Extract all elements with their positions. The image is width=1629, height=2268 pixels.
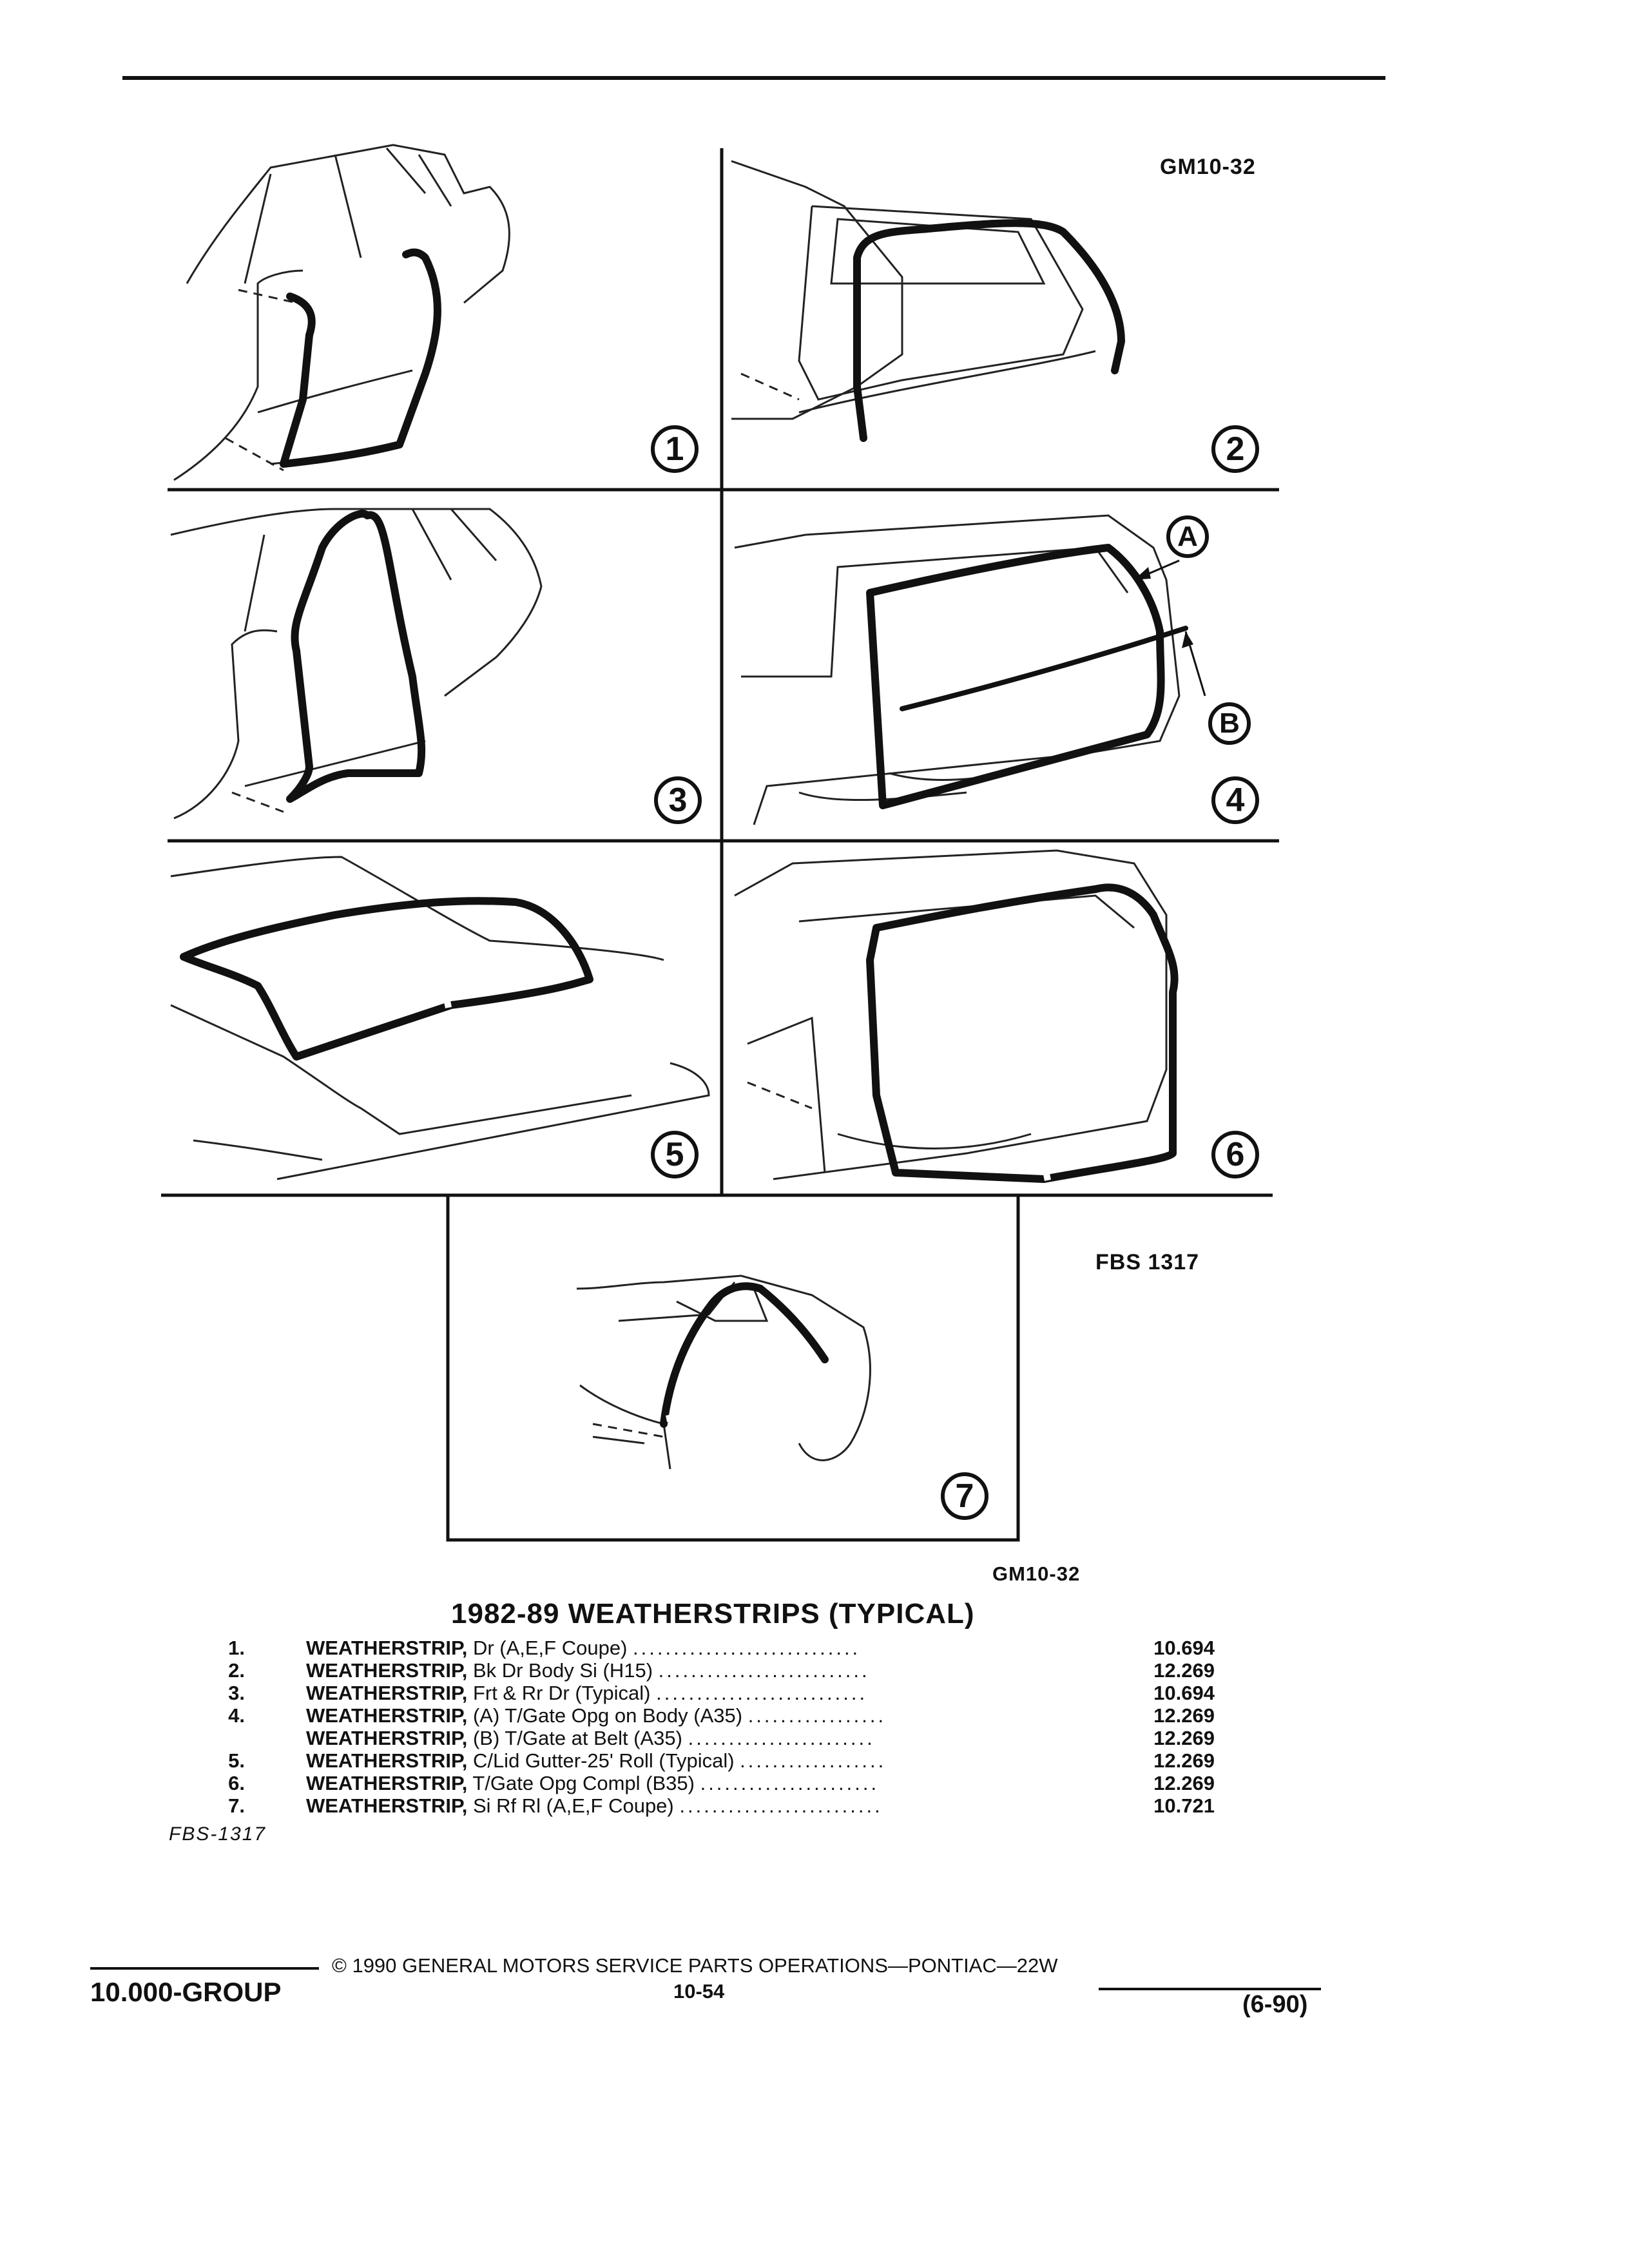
item-code: 10.694 (1153, 1637, 1215, 1659)
callout-4: 4 (1211, 776, 1259, 824)
list-item: WEATHERSTRIP, (B) T/Gate at Belt (A35) .… (161, 1727, 1244, 1749)
list-item: 2. WEATHERSTRIP, Bk Dr Body Si (H15) ...… (161, 1659, 1244, 1682)
callout-7: 7 (941, 1472, 988, 1520)
leader-lines (1133, 559, 1206, 697)
item-number: 3. (228, 1682, 245, 1704)
list-item: 4. WEATHERSTRIP, (A) T/Gate Opg on Body … (161, 1704, 1244, 1727)
footer-rule-left (90, 1967, 319, 1970)
item-description: WEATHERSTRIP, Frt & Rr Dr (Typical) ....… (306, 1682, 868, 1704)
footer-group: 10.000-GROUP (90, 1977, 282, 2007)
item-number: 1. (228, 1637, 245, 1659)
figure-ref-top: GM10-32 (1160, 155, 1256, 179)
footer-rule-right (1099, 1988, 1321, 1990)
item-code: 10.694 (1153, 1682, 1215, 1704)
item-number: 4. (228, 1704, 245, 1727)
list-item: 1. WEATHERSTRIP, Dr (A,E,F Coupe) ......… (161, 1637, 1244, 1659)
item-code: 12.269 (1153, 1704, 1215, 1727)
item-number: 5. (228, 1749, 245, 1772)
item-number: 7. (228, 1794, 245, 1817)
top-rule (122, 76, 1385, 80)
list-item: 3. WEATHERSTRIP, Frt & Rr Dr (Typical) .… (161, 1682, 1244, 1704)
weatherstrip-paths (180, 219, 1188, 1428)
list-item: 7. WEATHERSTRIP, Si Rf Rl (A,E,F Coupe) … (161, 1794, 1244, 1817)
callout-b: B (1208, 702, 1251, 745)
item-description: WEATHERSTRIP, Si Rf Rl (A,E,F Coupe) ...… (306, 1794, 883, 1817)
item-description: WEATHERSTRIP, (B) T/Gate at Belt (A35) .… (306, 1727, 875, 1749)
figure-ref-side: FBS 1317 (1095, 1250, 1200, 1274)
parts-list: 1. WEATHERSTRIP, Dr (A,E,F Coupe) ......… (161, 1637, 1244, 1817)
item-description: WEATHERSTRIP, C/Lid Gutter-25' Roll (Typ… (306, 1749, 887, 1772)
item-description: WEATHERSTRIP, T/Gate Opg Compl (B35) ...… (306, 1772, 880, 1794)
item-number: 6. (228, 1772, 245, 1794)
list-item: 6. WEATHERSTRIP, T/Gate Opg Compl (B35) … (161, 1772, 1244, 1794)
page-number: 10-54 (673, 1980, 725, 2003)
fbs-note: FBS-1317 (169, 1823, 267, 1845)
item-code: 12.269 (1153, 1749, 1215, 1772)
item-description: WEATHERSTRIP, (A) T/Gate Opg on Body (A3… (306, 1704, 887, 1727)
callout-a: A (1166, 515, 1209, 558)
page-title: 1982-89 WEATHERSTRIPS (TYPICAL) (451, 1598, 975, 1629)
callout-1: 1 (651, 425, 699, 473)
item-code: 12.269 (1153, 1727, 1215, 1749)
callout-5: 5 (651, 1131, 699, 1178)
callout-3: 3 (654, 776, 702, 824)
strip-gaps (444, 1001, 1051, 1422)
copyright-line: © 1990 GENERAL MOTORS SERVICE PARTS OPER… (332, 1954, 1058, 1977)
item-code: 10.721 (1153, 1794, 1215, 1817)
item-code: 12.269 (1153, 1659, 1215, 1682)
footer-date: (6-90) (1242, 1991, 1308, 2018)
item-code: 12.269 (1153, 1772, 1215, 1794)
body-outlines (170, 144, 1181, 1470)
leader-arrows (1134, 567, 1193, 648)
list-item: 5. WEATHERSTRIP, C/Lid Gutter-25' Roll (… (161, 1749, 1244, 1772)
callout-6: 6 (1211, 1131, 1259, 1178)
figure-ref-bottom: GM10-32 (992, 1562, 1081, 1585)
dashed-lines (225, 289, 813, 1438)
item-description: WEATHERSTRIP, Dr (A,E,F Coupe) .........… (306, 1637, 861, 1659)
item-number: 2. (228, 1659, 245, 1682)
panel-grid (161, 148, 1279, 1542)
callout-2: 2 (1211, 425, 1259, 473)
item-description: WEATHERSTRIP, Bk Dr Body Si (H15) ......… (306, 1659, 870, 1682)
